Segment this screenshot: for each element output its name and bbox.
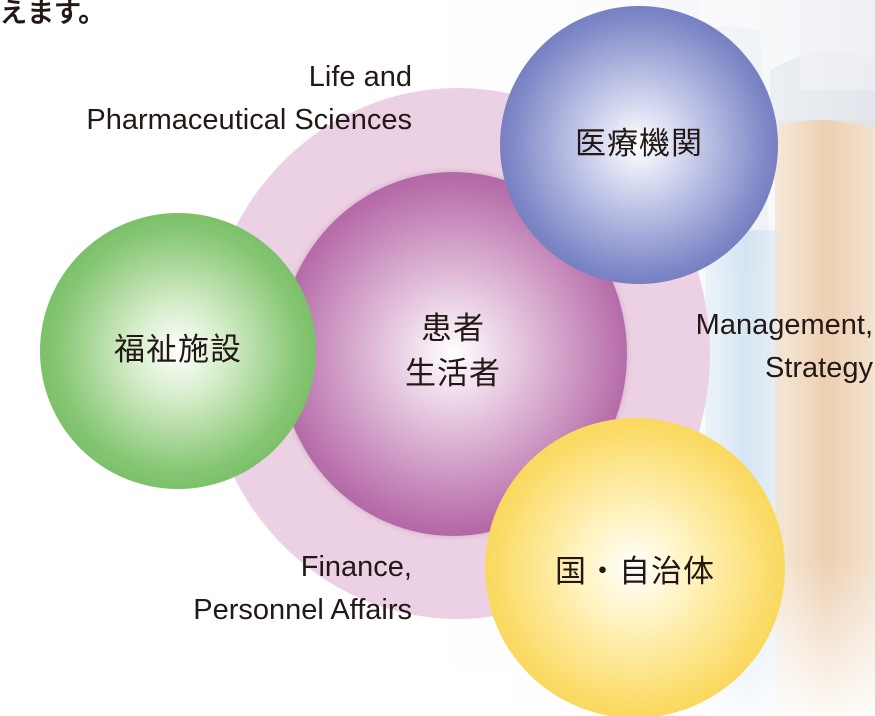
patient-label: 患者: [421, 311, 485, 348]
finance-label-line1: Finance,: [300, 551, 412, 583]
finance-label-line2: Personnel Affairs: [193, 594, 412, 626]
management-label-line1: Management,: [695, 309, 873, 341]
welfare-facility-label: 福祉施設: [114, 332, 242, 369]
management-label-line2: Strategy: [765, 352, 873, 384]
life-sciences-label: Life and Pharmaceutical Sciences: [86, 56, 412, 142]
medical-institution-label: 医療機関: [575, 126, 703, 163]
life-label-line1: Life and: [308, 61, 412, 93]
life-label-line2: Pharmaceutical Sciences: [86, 104, 412, 136]
intro-text-fragment: えます。: [0, 0, 106, 29]
medical-institution-circle: [500, 6, 778, 284]
center-label: 患者 生活者: [279, 292, 627, 412]
welfare-facility-circle: [40, 213, 316, 489]
consumer-label: 生活者: [405, 356, 501, 392]
finance-personnel-label: Finance, Personnel Affairs: [193, 546, 412, 632]
government-circle: [485, 418, 785, 716]
management-strategy-label: Management, Strategy: [696, 304, 873, 390]
government-label: 国・自治体: [555, 554, 715, 591]
